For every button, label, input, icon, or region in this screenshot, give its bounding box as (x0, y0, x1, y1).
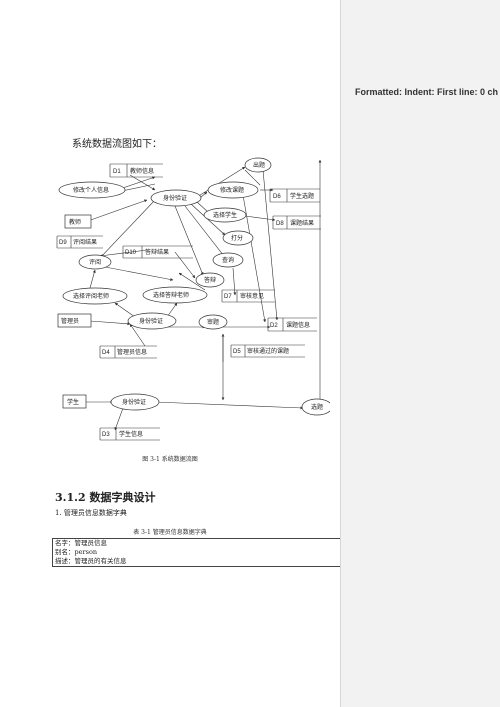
label-d9-id: D9 (59, 240, 67, 246)
entity-guanliyuan (57, 313, 92, 328)
label-xiugai-geren: 修改个人信息 (73, 186, 109, 194)
label-d3-name: 学生信息 (119, 430, 143, 438)
dict-row-alias: 别名：person (55, 548, 98, 556)
label-d4-name: 管理员信息 (117, 348, 147, 356)
label-d8-name: 课题结果 (290, 219, 314, 227)
label-d2-id: D2 (270, 323, 278, 329)
label-pingyue: 评阅 (89, 258, 101, 266)
label-d4-id: D4 (102, 350, 110, 356)
label-d10-name: 答辩结果 (145, 248, 169, 256)
intro-text: 系统数据流图如下： (72, 139, 162, 150)
process-bubbles (58, 157, 333, 416)
process-xuanze-pingyue (62, 287, 128, 305)
label-d2-name: 课题信息 (286, 321, 310, 329)
process-chuti (244, 157, 272, 173)
external-entities (57, 214, 92, 409)
label-shenfen-1: 身份验证 (163, 194, 187, 202)
process-xuanze-xuesheng (203, 207, 247, 223)
process-shenhe (198, 314, 228, 330)
label-d9-name: 评阅结果 (73, 238, 97, 246)
process-shenfen-1 (150, 189, 202, 207)
data-dictionary-table: 名字：管理员信息 别名：person 描述：管理员的有关信息 (52, 538, 342, 567)
store-d8 (272, 215, 321, 230)
label-d7-id: D7 (224, 294, 232, 300)
store-d9 (56, 235, 103, 249)
label-guanliyuan: 管理员 (61, 317, 79, 325)
entity-jiaoshi (64, 214, 92, 229)
label-dafen: 打分 (231, 234, 243, 242)
entity-xuesheng (62, 394, 87, 409)
process-chaxun (212, 252, 244, 268)
label-xuanze-pingyue: 选择评阅老师 (73, 292, 109, 300)
comment-pane: Formatted: Indent: First line: 0 ch (340, 0, 500, 707)
dict-row-desc: 描述：管理员的有关信息 (55, 557, 127, 565)
label-d7-name: 审核意见 (240, 292, 264, 300)
label-xuanze-dabian: 选择答辩老师 (153, 291, 189, 299)
label-d3-id: D3 (102, 432, 110, 438)
store-d6 (269, 188, 320, 203)
label-chuti: 出题 (253, 161, 265, 169)
label-xuesheng: 学生 (67, 398, 79, 406)
process-shenfen-3 (110, 393, 160, 411)
process-xuanze-dabian (142, 286, 208, 304)
data-flow-diagram: 出题 D1 教师信息 修改个人信息 身份验证 修改课题 D6 学生选题 选择学生… (55, 150, 333, 450)
store-d4 (99, 345, 157, 359)
process-dabian (195, 272, 225, 288)
store-d10 (122, 245, 193, 259)
label-d1-name: 教师信息 (130, 167, 154, 175)
label-shenfen-2: 身份验证 (139, 317, 163, 325)
data-flow-svg: 出题 D1 教师信息 修改个人信息 身份验证 修改课题 D6 学生选题 选择学生… (56, 157, 333, 441)
label-chaxun: 查询 (222, 256, 234, 264)
store-d5 (230, 344, 305, 358)
section-heading: 3.1.2 数据字典设计 (55, 491, 156, 504)
store-d7 (221, 289, 275, 303)
diagram-labels: 出题 D1 教师信息 修改个人信息 身份验证 修改课题 D6 学生选题 选择学生… (59, 161, 323, 438)
dict-row-name: 名字：管理员信息 (55, 539, 107, 547)
process-shenfen-2 (127, 312, 177, 330)
label-d1-id: D1 (113, 169, 121, 175)
label-d5-id: D5 (233, 349, 241, 355)
figure-caption: 图 3-1 系统数据流图 (142, 456, 198, 463)
label-d6-id: D6 (273, 194, 281, 200)
data-stores (56, 163, 321, 441)
process-dafen (222, 230, 254, 246)
flow-arrows (84, 159, 322, 431)
process-xiugai-keti (207, 181, 259, 199)
label-d8-id: D8 (276, 221, 284, 227)
comment-pane-note: Formatted: Indent: First line: 0 ch (355, 87, 499, 97)
label-shenhe: 审题 (207, 318, 219, 326)
sub-heading: 1. 管理员信息数据字典 (55, 509, 127, 517)
process-pingyue (78, 254, 112, 270)
label-shenfen-3: 身份验证 (122, 398, 146, 406)
label-d5-name: 审核通过的课题 (247, 347, 289, 355)
label-xuanze-xuesheng: 选择学生 (213, 211, 237, 219)
process-xiugai-geren (58, 181, 126, 199)
label-d6-name: 学生选题 (290, 192, 314, 200)
table-caption: 表 3-1 管理员信息数据字典 (133, 529, 207, 536)
label-jiaoshi: 教师 (69, 218, 81, 226)
label-xiugai-keti: 修改课题 (220, 186, 244, 194)
label-d10-id: D10 (125, 250, 137, 256)
label-xuanti: 选题 (311, 403, 323, 411)
label-dabian: 答辩 (204, 276, 216, 284)
store-d3 (99, 427, 160, 441)
document-page: 系统数据流图如下： (52, 139, 342, 567)
store-d1 (109, 163, 163, 178)
store-d2 (267, 317, 317, 332)
